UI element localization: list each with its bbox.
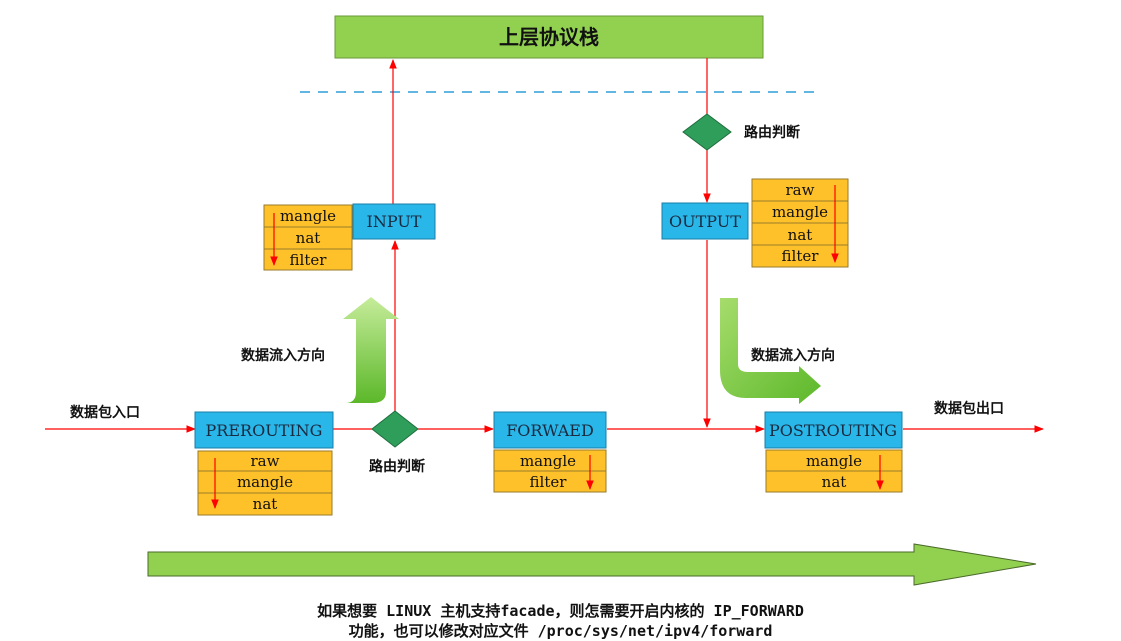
- postrouting-chain-label: POSTROUTING: [769, 421, 897, 440]
- prerouting-chain-box: [194, 411, 334, 449]
- routing-decision-diamond-bottom: [371, 410, 419, 448]
- output-chain-box: [661, 202, 749, 240]
- table-cell: [493, 470, 607, 493]
- table-label: raw: [251, 452, 280, 470]
- output-chain-label: OUTPUT: [669, 212, 741, 231]
- table-label: filter: [782, 247, 820, 265]
- input-chain-box: [352, 203, 436, 240]
- data-in-label: 数据包入口: [70, 404, 140, 421]
- table-label: mangle: [280, 207, 336, 225]
- table-label: mangle: [237, 473, 293, 491]
- postrouting-tables: mangle nat: [765, 449, 903, 493]
- prerouting-chain-label: PREROUTING: [206, 421, 323, 440]
- flow-direction-label-left: 数据流入方向: [241, 347, 325, 364]
- footer-line-1: 如果想要 LINUX 主机支持facade，则怎需要开启内核的 IP_FORWA…: [317, 602, 804, 620]
- routing-decision-label-top: 路由判断: [744, 124, 800, 141]
- forward-chain-label: FORWAED: [506, 421, 594, 440]
- table-cell: [197, 492, 333, 516]
- flow-direction-label-right: 数据流入方向: [751, 347, 835, 364]
- table-cell: [263, 248, 353, 271]
- table-cell: [765, 470, 903, 493]
- table-label: filter: [290, 251, 328, 269]
- flow-up-arrow: [306, 297, 399, 403]
- table-cell: [751, 244, 849, 268]
- routing-decision-diamond-top: [682, 113, 732, 151]
- forward-chain-box: [493, 411, 607, 449]
- table-label: mangle: [806, 452, 862, 470]
- forward-tables: mangle filter: [493, 449, 607, 493]
- big-direction-arrow: [147, 543, 1037, 586]
- protocol-stack-box: [334, 15, 764, 59]
- table-label: mangle: [520, 452, 576, 470]
- table-label: filter: [530, 473, 568, 491]
- prerouting-tables: raw mangle nat: [197, 450, 333, 516]
- table-label: nat: [253, 495, 278, 513]
- table-label: mangle: [772, 203, 828, 221]
- table-label: nat: [788, 226, 813, 244]
- table-label: nat: [296, 229, 321, 247]
- output-tables: raw mangle nat filter: [751, 178, 849, 268]
- footer-line-2: 功能，也可以修改对应文件 /proc/sys/net/ipv4/forward: [348, 622, 773, 640]
- table-label: raw: [786, 181, 815, 199]
- input-chain-label: INPUT: [367, 212, 422, 231]
- table-label: nat: [822, 473, 847, 491]
- flow-down-arrow: [720, 298, 821, 404]
- data-out-label: 数据包出口: [934, 400, 1004, 417]
- input-tables: mangle nat filter: [263, 204, 353, 271]
- protocol-stack-label: 上层协议栈: [499, 25, 599, 49]
- postrouting-chain-box: [764, 411, 903, 449]
- routing-decision-label-bottom: 路由判断: [369, 458, 425, 475]
